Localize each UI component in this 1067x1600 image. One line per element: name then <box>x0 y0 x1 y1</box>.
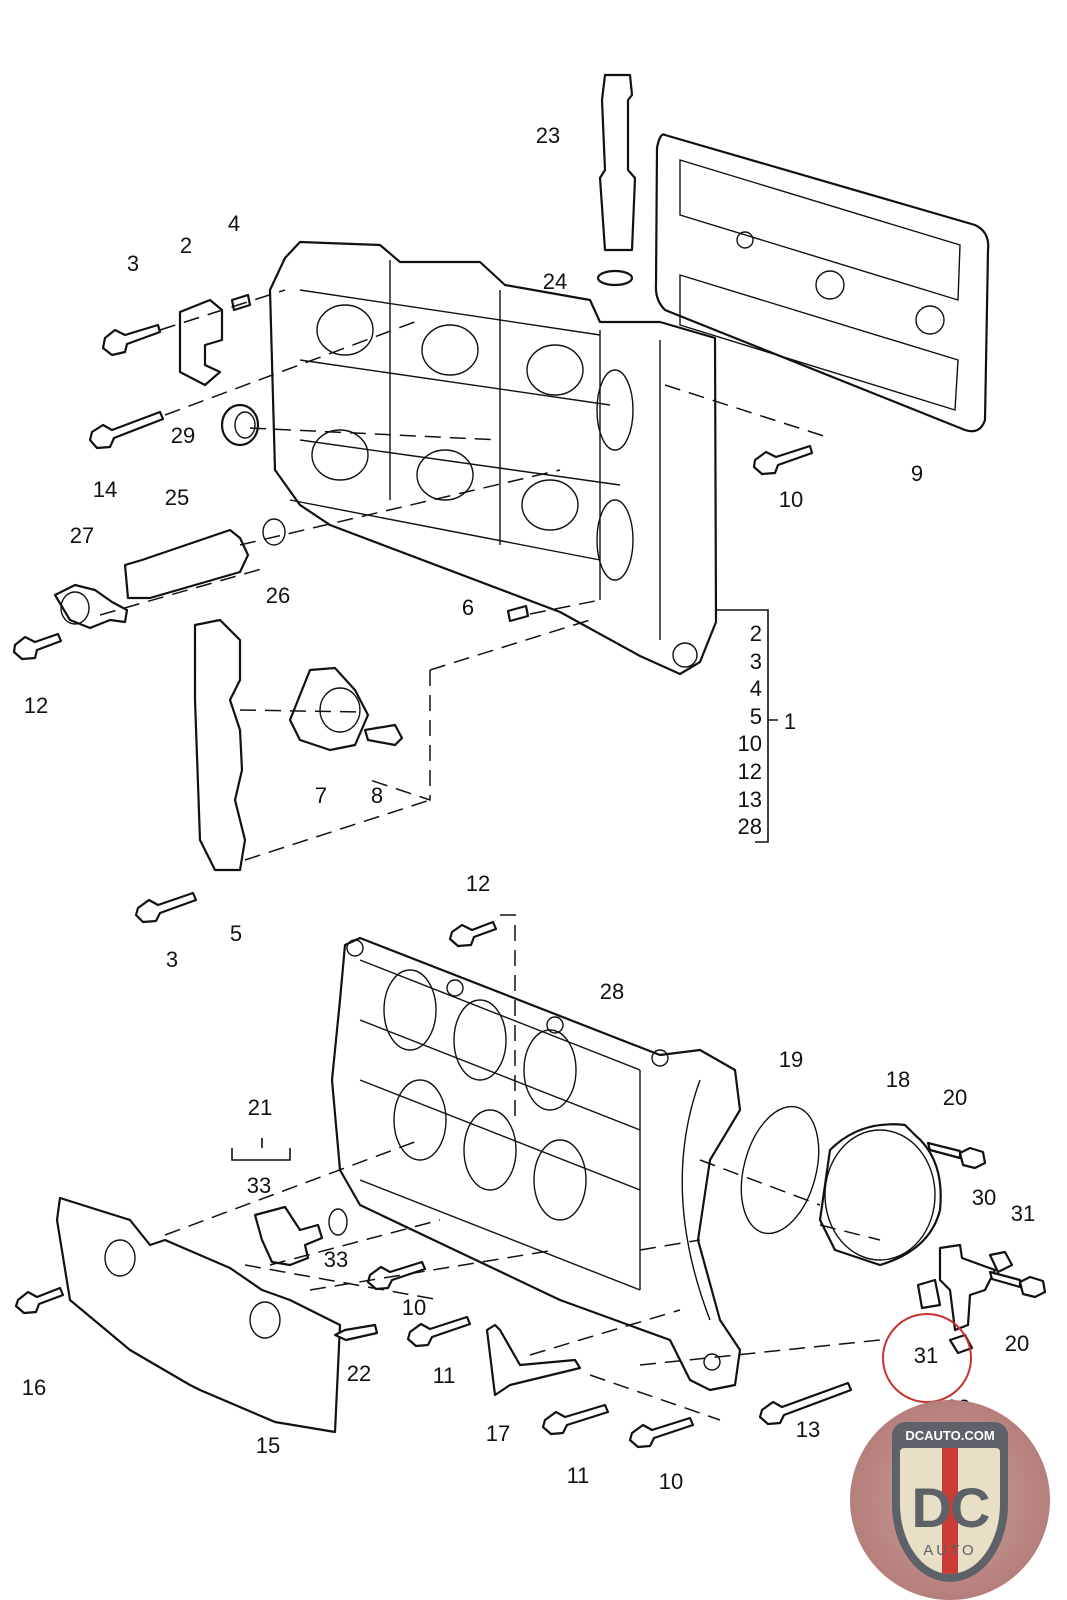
sensor-21 <box>253 1205 324 1267</box>
callout-12-bottom: 12 <box>465 871 491 896</box>
callout-15: 15 <box>255 1433 281 1458</box>
callout-33: 33 <box>323 1247 349 1272</box>
group-item: 5 <box>749 703 762 729</box>
o-ring-33 <box>328 1208 348 1236</box>
bearing-bridge-7 <box>288 666 370 752</box>
callout-29: 29 <box>170 423 196 448</box>
bolt-14 <box>88 410 165 450</box>
actuator-25 <box>123 528 250 600</box>
callout-14: 14 <box>92 477 118 502</box>
callout-27: 27 <box>69 523 95 548</box>
group-item: 12 <box>737 758 762 784</box>
bearing-carrier-5 <box>193 618 247 872</box>
callout-5: 5 <box>229 921 243 946</box>
callout-20-top: 20 <box>942 1085 968 1110</box>
logo-sub-text: AUTO <box>923 1542 977 1559</box>
logo-stripe <box>942 1448 958 1574</box>
callout-6: 6 <box>461 595 475 620</box>
callout-11-bottom: 11 <box>566 1463 590 1488</box>
group-item: 10 <box>737 731 762 757</box>
seal-29 <box>220 403 260 447</box>
callout-30: 30 <box>971 1185 997 1210</box>
bolt-10-top <box>752 444 814 476</box>
group-item: 4 <box>749 676 762 702</box>
bracket-27 <box>53 583 129 630</box>
callout-20-bottom: 20 <box>1004 1331 1030 1356</box>
callout-1: 1 <box>783 709 797 734</box>
o-ring-26 <box>262 518 286 546</box>
logo-site-text: DCAUTO.COM <box>905 1428 995 1443</box>
callout-19: 19 <box>778 1047 804 1072</box>
clip-31-left <box>916 1278 942 1310</box>
callout-28: 28 <box>599 979 625 1004</box>
clip-31-top <box>988 1250 1014 1274</box>
callout-10-mid: 10 <box>401 1295 427 1320</box>
bolt-13 <box>758 1381 853 1426</box>
group-item: 13 <box>737 786 762 812</box>
callout-24: 24 <box>542 269 568 294</box>
dowel-4 <box>230 293 252 312</box>
bolt-10-bottom <box>628 1416 695 1449</box>
highlight-circle <box>882 1313 972 1403</box>
logo-shield: DCAUTO.COM DC AUTO <box>892 1422 1008 1582</box>
heat-shield-15 <box>55 1196 342 1434</box>
assembly-group-list: 2 3 4 5 10 12 13 28 <box>728 620 762 841</box>
bolt-3-top <box>101 323 162 357</box>
bearing-cap-2 <box>178 298 224 387</box>
callout-7: 7 <box>314 783 328 808</box>
callout-2: 2 <box>179 233 193 258</box>
callout-3-top: 3 <box>126 251 140 276</box>
callout-12-top: 12 <box>23 693 49 718</box>
callout-8: 8 <box>370 783 384 808</box>
callout-22: 22 <box>346 1361 372 1386</box>
solenoid-valve-23 <box>596 73 637 287</box>
cylinder-head <box>268 240 718 676</box>
bolt-11-bottom <box>541 1403 610 1436</box>
bolt-16 <box>14 1286 65 1315</box>
callout-13: 13 <box>795 1417 821 1442</box>
o-ring-19 <box>740 1105 820 1235</box>
bolt-3-bottom <box>134 891 198 924</box>
bolt-8 <box>363 723 404 747</box>
callout-18: 18 <box>885 1067 911 1092</box>
callout-10-bottom: 10 <box>658 1469 684 1494</box>
camshaft-housing-28 <box>330 936 742 1392</box>
bolt-12-top <box>12 632 63 661</box>
group-item: 2 <box>749 621 762 646</box>
callout-26: 26 <box>265 583 291 608</box>
group-item: 28 <box>737 814 762 840</box>
bolt-20-bottom <box>988 1270 1047 1299</box>
callout-10-top: 10 <box>778 487 804 512</box>
callout-23: 23 <box>535 123 561 148</box>
bolt-22 <box>333 1323 379 1342</box>
dcauto-watermark-logo: DCAUTO.COM DC AUTO <box>850 1400 1050 1600</box>
callout-33-group: 33 <box>246 1173 272 1198</box>
callout-3-bottom: 3 <box>165 947 179 972</box>
callout-4: 4 <box>227 211 241 236</box>
callout-9: 9 <box>910 461 924 486</box>
dowel-6 <box>506 604 530 623</box>
bolt-12-bottom <box>448 920 498 948</box>
logo-shield-field: DC AUTO <box>900 1448 1000 1574</box>
bracket-30 <box>938 1243 997 1332</box>
bolt-11-mid <box>406 1315 472 1348</box>
bolt-20-top <box>926 1141 987 1170</box>
cover-18 <box>818 1123 942 1267</box>
group-item: 3 <box>749 648 762 674</box>
callout-16: 16 <box>21 1375 47 1400</box>
bracket-17 <box>485 1323 582 1397</box>
logo-brand-text: DC <box>911 1476 991 1539</box>
callout-25: 25 <box>164 485 190 510</box>
gasket-9 <box>654 133 990 433</box>
callout-17: 17 <box>485 1421 511 1446</box>
callout-21: 21 <box>247 1095 273 1120</box>
callout-31-top: 31 <box>1010 1201 1036 1226</box>
callout-11-mid: 11 <box>432 1363 456 1388</box>
